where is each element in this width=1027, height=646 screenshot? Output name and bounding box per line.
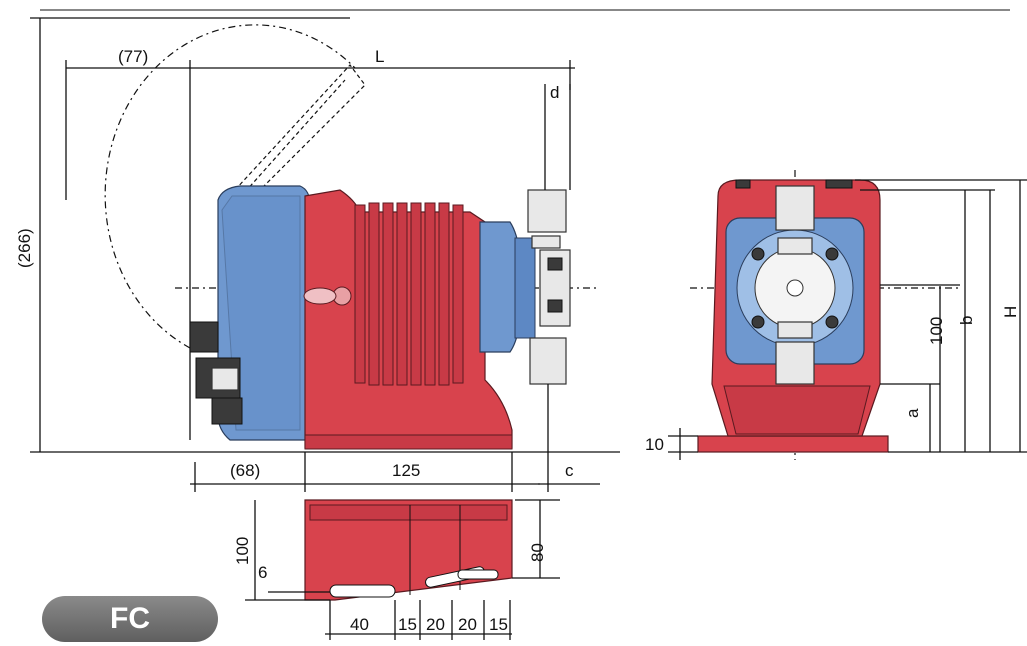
dim-base-label: 10 (645, 435, 664, 454)
dim-body-label: 125 (392, 461, 420, 480)
base-view: 100 6 80 40 15 20 20 15 (233, 499, 560, 640)
dim-d-label: d (550, 83, 559, 102)
dim-H-label: H (1001, 306, 1020, 318)
dim-slot-label: 40 (350, 615, 369, 634)
dim-slot-label: 20 (458, 615, 477, 634)
front-view: 10 100 a b H (645, 170, 1027, 460)
side-view: (77) L d (266) (68) 125 c (15, 9, 1010, 492)
dim-length-label: L (375, 47, 384, 66)
dim-offset-label: (77) (118, 47, 148, 66)
model-badge: FC (42, 596, 218, 642)
dim-base-height-label: 100 (233, 537, 252, 565)
dim-slot-label: 15 (398, 615, 417, 634)
dim-a-label: a (903, 408, 922, 418)
dim-c-label: c (565, 461, 574, 480)
cooling-fins (354, 202, 464, 386)
dim-slot-label: 20 (426, 615, 445, 634)
dim-total-height-label: (266) (15, 228, 34, 268)
dim-centre-label: 100 (927, 317, 946, 345)
dim-rear-label: (68) (230, 461, 260, 480)
dim-b-label: b (957, 316, 976, 325)
dim-hole-label: 6 (258, 563, 267, 582)
dim-slot-label: 15 (489, 615, 508, 634)
dim-depth-label: 80 (528, 543, 547, 562)
